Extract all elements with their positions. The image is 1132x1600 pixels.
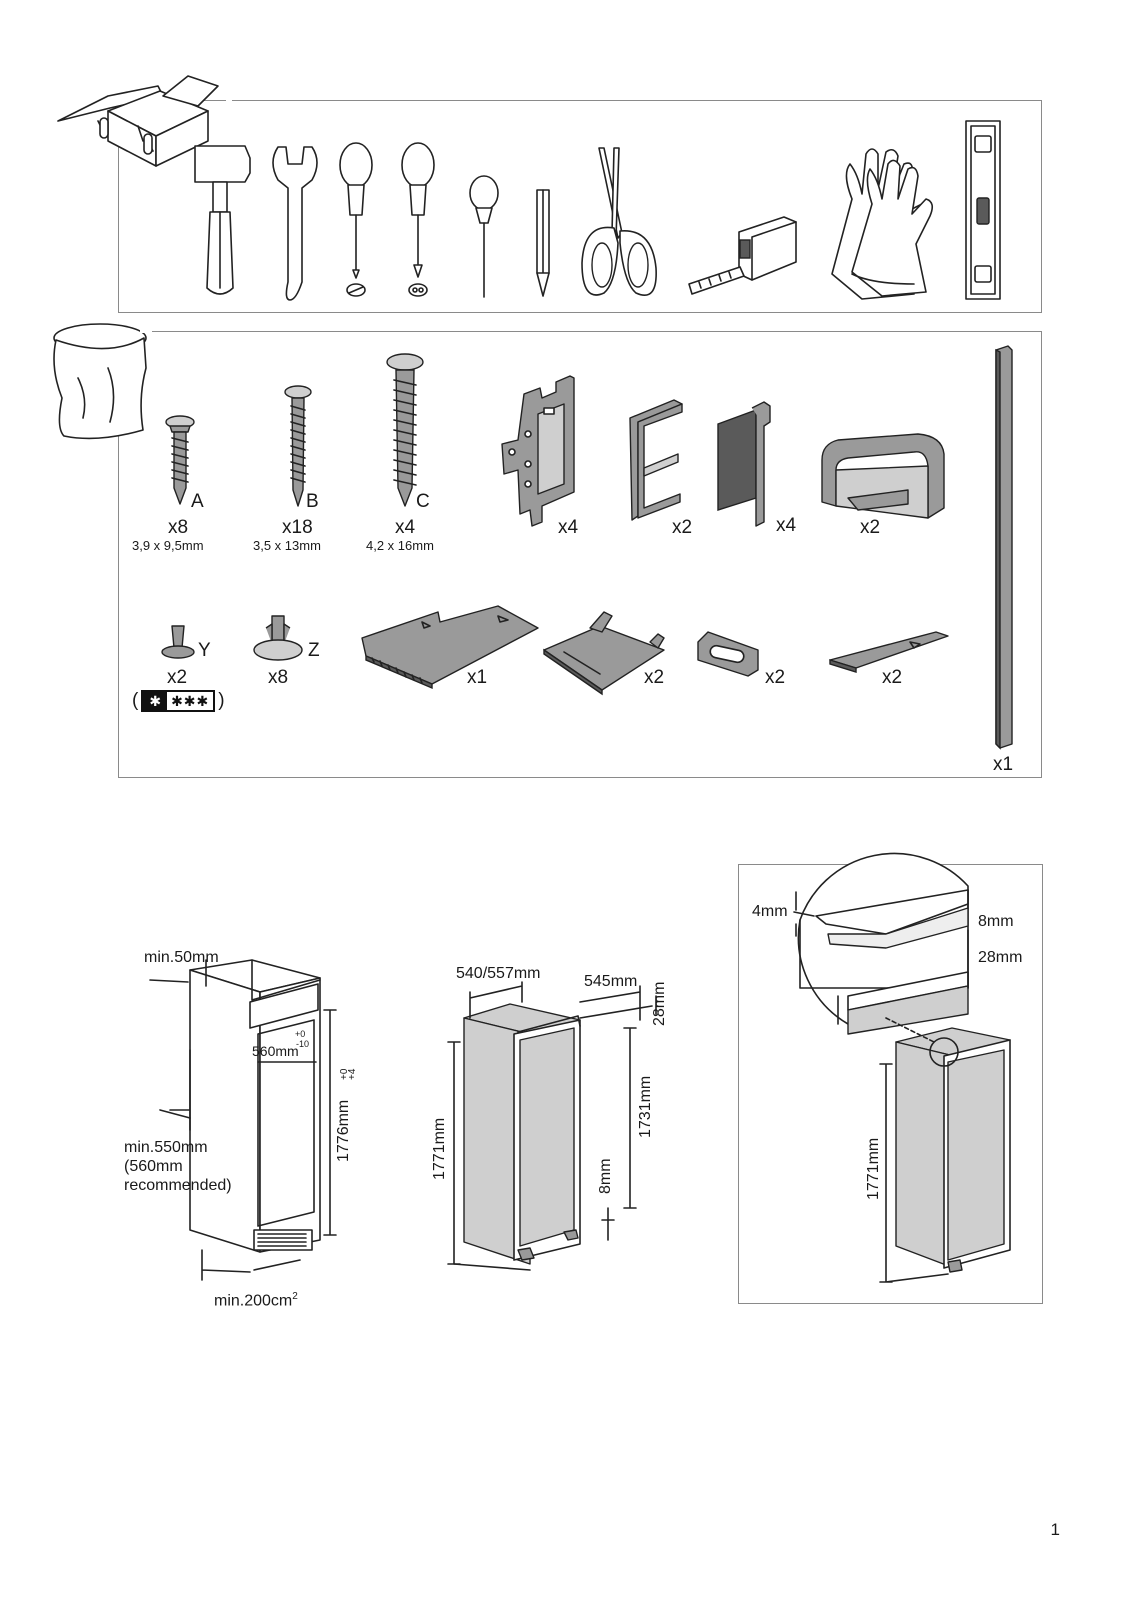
bracket-qty: x4 — [558, 517, 579, 538]
base-plate-qty: x2 — [644, 667, 665, 688]
appliance-depth: 545mm — [584, 973, 638, 990]
niche-depth-line3: recommended) — [124, 1177, 232, 1194]
side-clip-icon — [717, 401, 771, 527]
screw-a-letter: A — [191, 491, 204, 512]
plug-y-qty: x2 — [167, 667, 188, 688]
plug-y-icon — [161, 625, 195, 659]
vertical-rail-qty: x1 — [993, 754, 1014, 775]
wrench-icon — [272, 146, 318, 301]
niche-top-gap: min.50mm — [144, 949, 219, 966]
niche-diagram — [149, 959, 337, 1281]
phillips-screwdriver-icon — [401, 142, 435, 297]
base-plate-icon — [543, 611, 665, 696]
appliance-bottom-gap: 8mm — [597, 1158, 614, 1194]
slider-strip-qty: x2 — [882, 667, 903, 688]
tape-measure-icon — [688, 216, 797, 295]
appliance-height-total: 1771mm — [431, 1117, 448, 1180]
screw-b-icon — [284, 385, 312, 507]
niche-depth-line1: min.550mm — [124, 1139, 208, 1156]
slider-strip-icon — [829, 631, 949, 673]
triple-star: ✱✱✱ — [167, 692, 214, 710]
screw-a-qty: x8 — [168, 517, 189, 538]
toolbox-icon — [57, 75, 219, 167]
u-channel-icon — [629, 399, 683, 521]
screw-c-qty: x4 — [395, 517, 416, 538]
scissors-icon — [581, 147, 657, 296]
hinge-cover-qty: x2 — [860, 517, 881, 538]
plug-z-letter: Z — [308, 640, 320, 661]
niche-vent-sup: 2 — [292, 1291, 298, 1302]
screw-a-icon — [165, 415, 195, 505]
screw-c-icon — [386, 353, 424, 507]
detail-gap-side: 4mm — [752, 903, 788, 920]
detail-height: 1771mm — [865, 1137, 882, 1200]
ventilation-flap-qty: x1 — [467, 667, 488, 688]
appliance-top-gap: 28mm — [651, 981, 668, 1026]
small-cover-icon — [697, 631, 759, 677]
pencil-icon — [536, 189, 550, 297]
mallet-icon — [194, 145, 251, 295]
star-rating-badge: ( ✱ ✱✱✱ ) — [132, 690, 225, 712]
parts-panel — [118, 331, 1042, 778]
tools-panel — [118, 100, 1042, 313]
detail-gap-rail: 28mm — [978, 949, 1023, 966]
u-channel-qty: x2 — [672, 517, 693, 538]
screw-b-qty: x18 — [282, 517, 313, 538]
niche-height: 1776mm — [335, 1099, 352, 1162]
screw-b-size: 3,5 x 13mm — [253, 538, 321, 553]
hinge-cover-icon — [821, 433, 945, 519]
screw-c-letter: C — [416, 491, 430, 512]
gloves-icon — [831, 148, 934, 300]
detail-diagram — [793, 852, 1011, 1283]
screw-c-size: 4,2 x 16mm — [366, 538, 434, 553]
side-clip-qty: x4 — [776, 515, 797, 536]
awl-icon — [469, 175, 499, 298]
detail-gap-top: 8mm — [978, 913, 1014, 930]
niche-vent: min.200cm2 — [214, 1292, 298, 1309]
single-star: ✱ — [143, 692, 168, 710]
small-cover-qty: x2 — [765, 667, 786, 688]
badge-close: ) — [218, 690, 225, 711]
ventilation-flap-icon — [361, 605, 539, 690]
niche-width-tol-bottom: -10 — [296, 1039, 310, 1049]
niche-depth-line2: (560mm — [124, 1158, 183, 1175]
bag-icon — [53, 323, 147, 440]
niche-vent-value: min.200cm — [214, 1292, 293, 1310]
appliance-height-door: 1731mm — [637, 1075, 654, 1138]
appliance-diagram — [447, 981, 657, 1271]
niche-width-tol-top: +0 — [295, 1029, 306, 1039]
plug-z-icon — [253, 615, 303, 661]
page-number: 1 — [1050, 1520, 1060, 1539]
plug-z-qty: x8 — [268, 667, 289, 688]
mounting-bracket-icon — [501, 375, 575, 527]
niche-height-tol2: +0 — [339, 1068, 350, 1080]
star-box: ✱ ✱✱✱ — [141, 690, 216, 712]
flat-screwdriver-icon — [339, 142, 373, 297]
plug-y-letter: Y — [198, 640, 211, 661]
spirit-level-icon — [965, 120, 1001, 300]
screw-a-size: 3,9 x 9,5mm — [132, 538, 204, 553]
vertical-rail-icon — [995, 345, 1013, 750]
badge-open: ( — [132, 690, 139, 711]
screw-b-letter: B — [306, 491, 319, 512]
niche-width: 560mm — [252, 1043, 299, 1059]
appliance-width: 540/557mm — [456, 965, 541, 982]
